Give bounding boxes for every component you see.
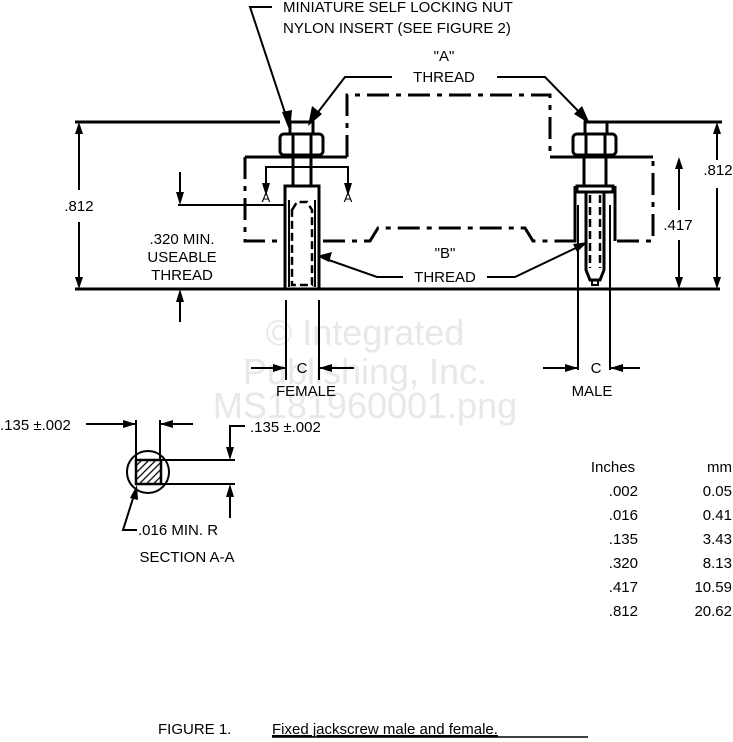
- figure-title: Fixed jackscrew male and female.: [272, 721, 498, 738]
- section-cut-marks: A A: [262, 166, 353, 205]
- female-c-dimension: C FEMALE: [251, 300, 354, 400]
- figure-number: FIGURE 1.: [158, 721, 231, 738]
- male-nut: [571, 132, 618, 157]
- conversion-table: Inches mm .002 0.05 .016 0.41 .135 3.43 .320 8.…: [591, 459, 732, 620]
- female-height-value: .812: [64, 198, 93, 215]
- table-cell-inches: .135: [609, 531, 638, 548]
- figure-caption: FIGURE 1. Fixed jackscrew male and femal…: [158, 721, 588, 738]
- table-cell-inches: .016: [609, 507, 638, 524]
- table-cell-mm: 0.41: [703, 507, 732, 524]
- section-mark-right: A: [344, 190, 353, 205]
- male-height-value: .812: [703, 162, 732, 179]
- table-cell-mm: 8.13: [703, 555, 732, 572]
- male-c-dimension: C MALE: [543, 360, 640, 400]
- male-label: MALE: [572, 383, 613, 400]
- table-cell-mm: 3.43: [703, 531, 732, 548]
- table-cell-inches: .320: [609, 555, 638, 572]
- section-width-value: .135 ±.002: [0, 417, 71, 434]
- male-engagement-value: .417: [663, 217, 692, 234]
- section-hatched-square: [134, 458, 163, 486]
- section-radius-value: .016 MIN. R: [138, 522, 218, 539]
- nut-callout-line-2: NYLON INSERT (SEE FIGURE 2): [283, 20, 511, 37]
- male-jackscrew: [550, 120, 653, 370]
- section-label: SECTION A-A: [139, 549, 234, 566]
- female-label: FEMALE: [276, 383, 336, 400]
- table-cell-inches: .002: [609, 483, 638, 500]
- table-cell-inches: .812: [609, 603, 638, 620]
- thread-a-label-1: "A": [434, 48, 455, 65]
- female-c-value: C: [297, 360, 308, 377]
- section-mark-left: A: [262, 190, 271, 205]
- panel-phantom-outline: [243, 93, 655, 243]
- thread-b-label-2: THREAD: [414, 269, 476, 286]
- table-header-mm: mm: [707, 459, 732, 476]
- male-c-value: C: [591, 360, 602, 377]
- useable-line-3: THREAD: [151, 267, 213, 284]
- male-engagement-dimension: .417: [663, 157, 693, 289]
- watermark: © Integrated Publishing, Inc. MS18196000…: [213, 312, 517, 426]
- male-height-dimension: .812: [607, 120, 733, 289]
- female-nut: [278, 132, 325, 157]
- table-cell-mm: 10.59: [694, 579, 732, 596]
- female-internal-thread: [290, 200, 314, 287]
- table-cell-mm: 20.62: [694, 603, 732, 620]
- table-header-inches: Inches: [591, 459, 635, 476]
- table-cell-inches: .417: [609, 579, 638, 596]
- female-height-dimension: .812: [64, 120, 280, 289]
- watermark-line-3: MS181960001.png: [213, 385, 517, 426]
- section-a-a: .135 ±.002 .135 ±.002 .016 MIN. R SECTIO…: [0, 417, 321, 566]
- table-cell-mm: 0.05: [703, 483, 732, 500]
- watermark-line-2: Publishing, Inc.: [243, 351, 487, 392]
- useable-line-1: .320 MIN.: [149, 231, 214, 248]
- watermark-line-1: © Integrated: [266, 312, 465, 353]
- useable-thread-dimension: .320 MIN. USEABLE THREAD: [147, 172, 285, 322]
- useable-line-2: USEABLE: [147, 249, 216, 266]
- section-height-value: .135 ±.002: [250, 419, 321, 436]
- thread-b-label-1: "B": [435, 245, 456, 262]
- thread-b-callout: "B" THREAD: [317, 242, 588, 286]
- nut-callout-line-1: MINIATURE SELF LOCKING NUT: [283, 0, 513, 16]
- thread-a-label-2: THREAD: [413, 69, 475, 86]
